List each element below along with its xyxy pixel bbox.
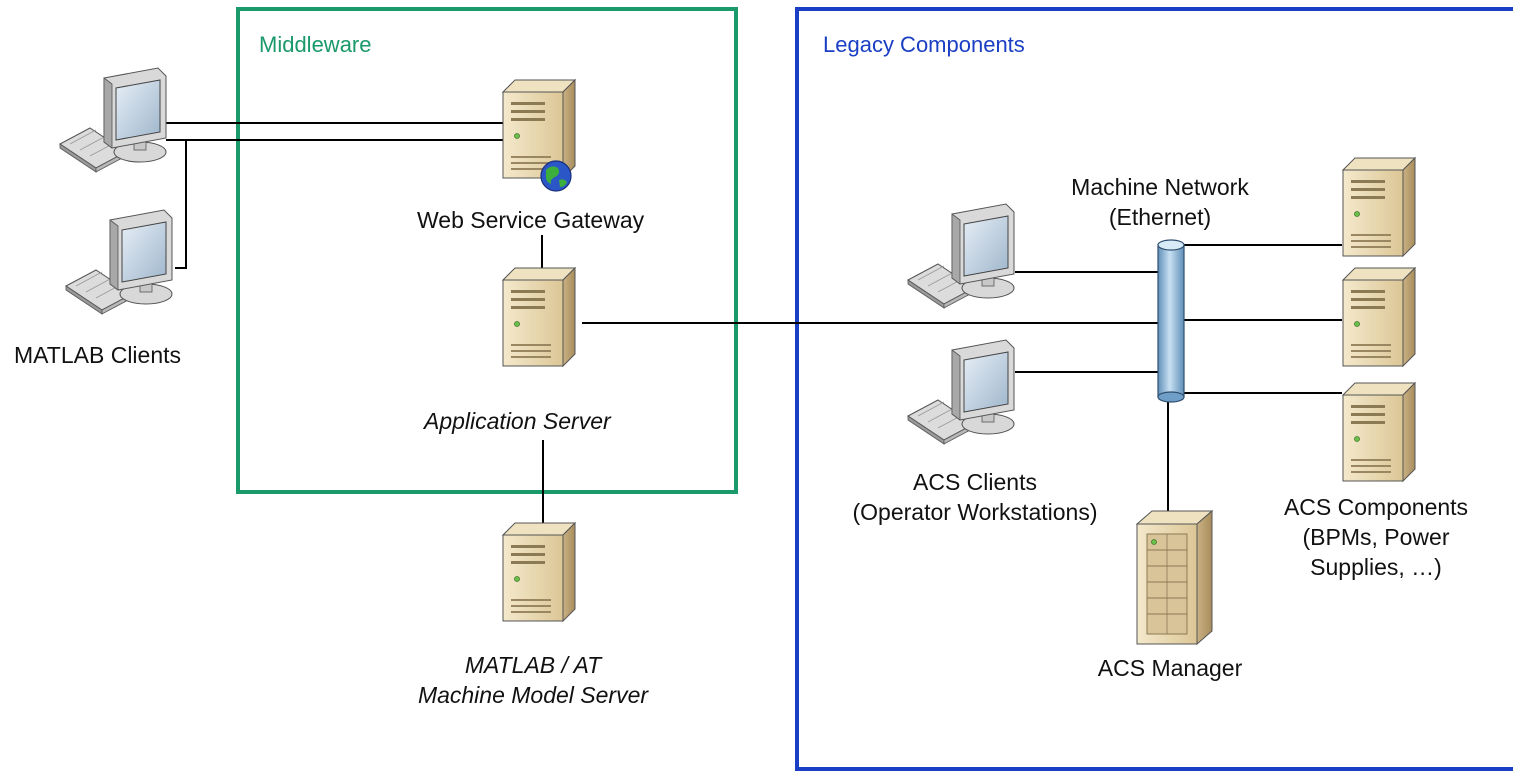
model-server-label-line1: MATLAB / AT bbox=[464, 652, 602, 678]
workstation-icon bbox=[59, 67, 167, 173]
machine-network-label-line1: Machine Network bbox=[1071, 174, 1249, 200]
machine-network-label-line2: (Ethernet) bbox=[1108, 204, 1212, 230]
tower-server-icon bbox=[502, 522, 576, 622]
model-server-label: MATLAB / AT Machine Model Server bbox=[400, 650, 666, 710]
workstation-icon bbox=[907, 203, 1015, 309]
application-server-label: Application Server bbox=[424, 408, 611, 434]
legacy-components-title: Legacy Components bbox=[823, 32, 1025, 57]
workstation-icon bbox=[65, 209, 173, 315]
connector-lines bbox=[160, 122, 1342, 540]
acs-manager-label: ACS Manager bbox=[1097, 655, 1243, 681]
tower-server-icon bbox=[1342, 157, 1416, 257]
large-server-icon bbox=[1135, 509, 1214, 646]
model-server-label-line2: Machine Model Server bbox=[417, 682, 649, 708]
machine-network-label: Machine Network (Ethernet) bbox=[1060, 172, 1260, 232]
acs-clients-label-line1: ACS Clients bbox=[913, 469, 1037, 495]
middleware-title: Middleware bbox=[259, 32, 372, 57]
network-bus-icon bbox=[1157, 239, 1185, 403]
workstation-icon bbox=[907, 339, 1015, 445]
tower-server-icon bbox=[1342, 267, 1416, 367]
web-service-gateway-label: Web Service Gateway bbox=[417, 207, 645, 233]
web-server-icon bbox=[502, 79, 576, 192]
acs-components-label-line3: Supplies, …) bbox=[1310, 554, 1442, 580]
middleware-region bbox=[236, 7, 738, 494]
legacy-components-region bbox=[795, 7, 1513, 771]
acs-components-label-line1: ACS Components bbox=[1283, 494, 1469, 520]
acs-clients-label-line2: (Operator Workstations) bbox=[852, 499, 1098, 525]
matlab-clients-label: MATLAB Clients bbox=[14, 342, 182, 368]
tower-server-icon bbox=[502, 267, 576, 367]
acs-clients-label: ACS Clients (Operator Workstations) bbox=[830, 467, 1120, 527]
acs-components-label: ACS Components (BPMs, Power Supplies, …) bbox=[1266, 492, 1486, 582]
tower-server-icon bbox=[1342, 382, 1416, 482]
acs-components-label-line2: (BPMs, Power bbox=[1302, 524, 1450, 550]
